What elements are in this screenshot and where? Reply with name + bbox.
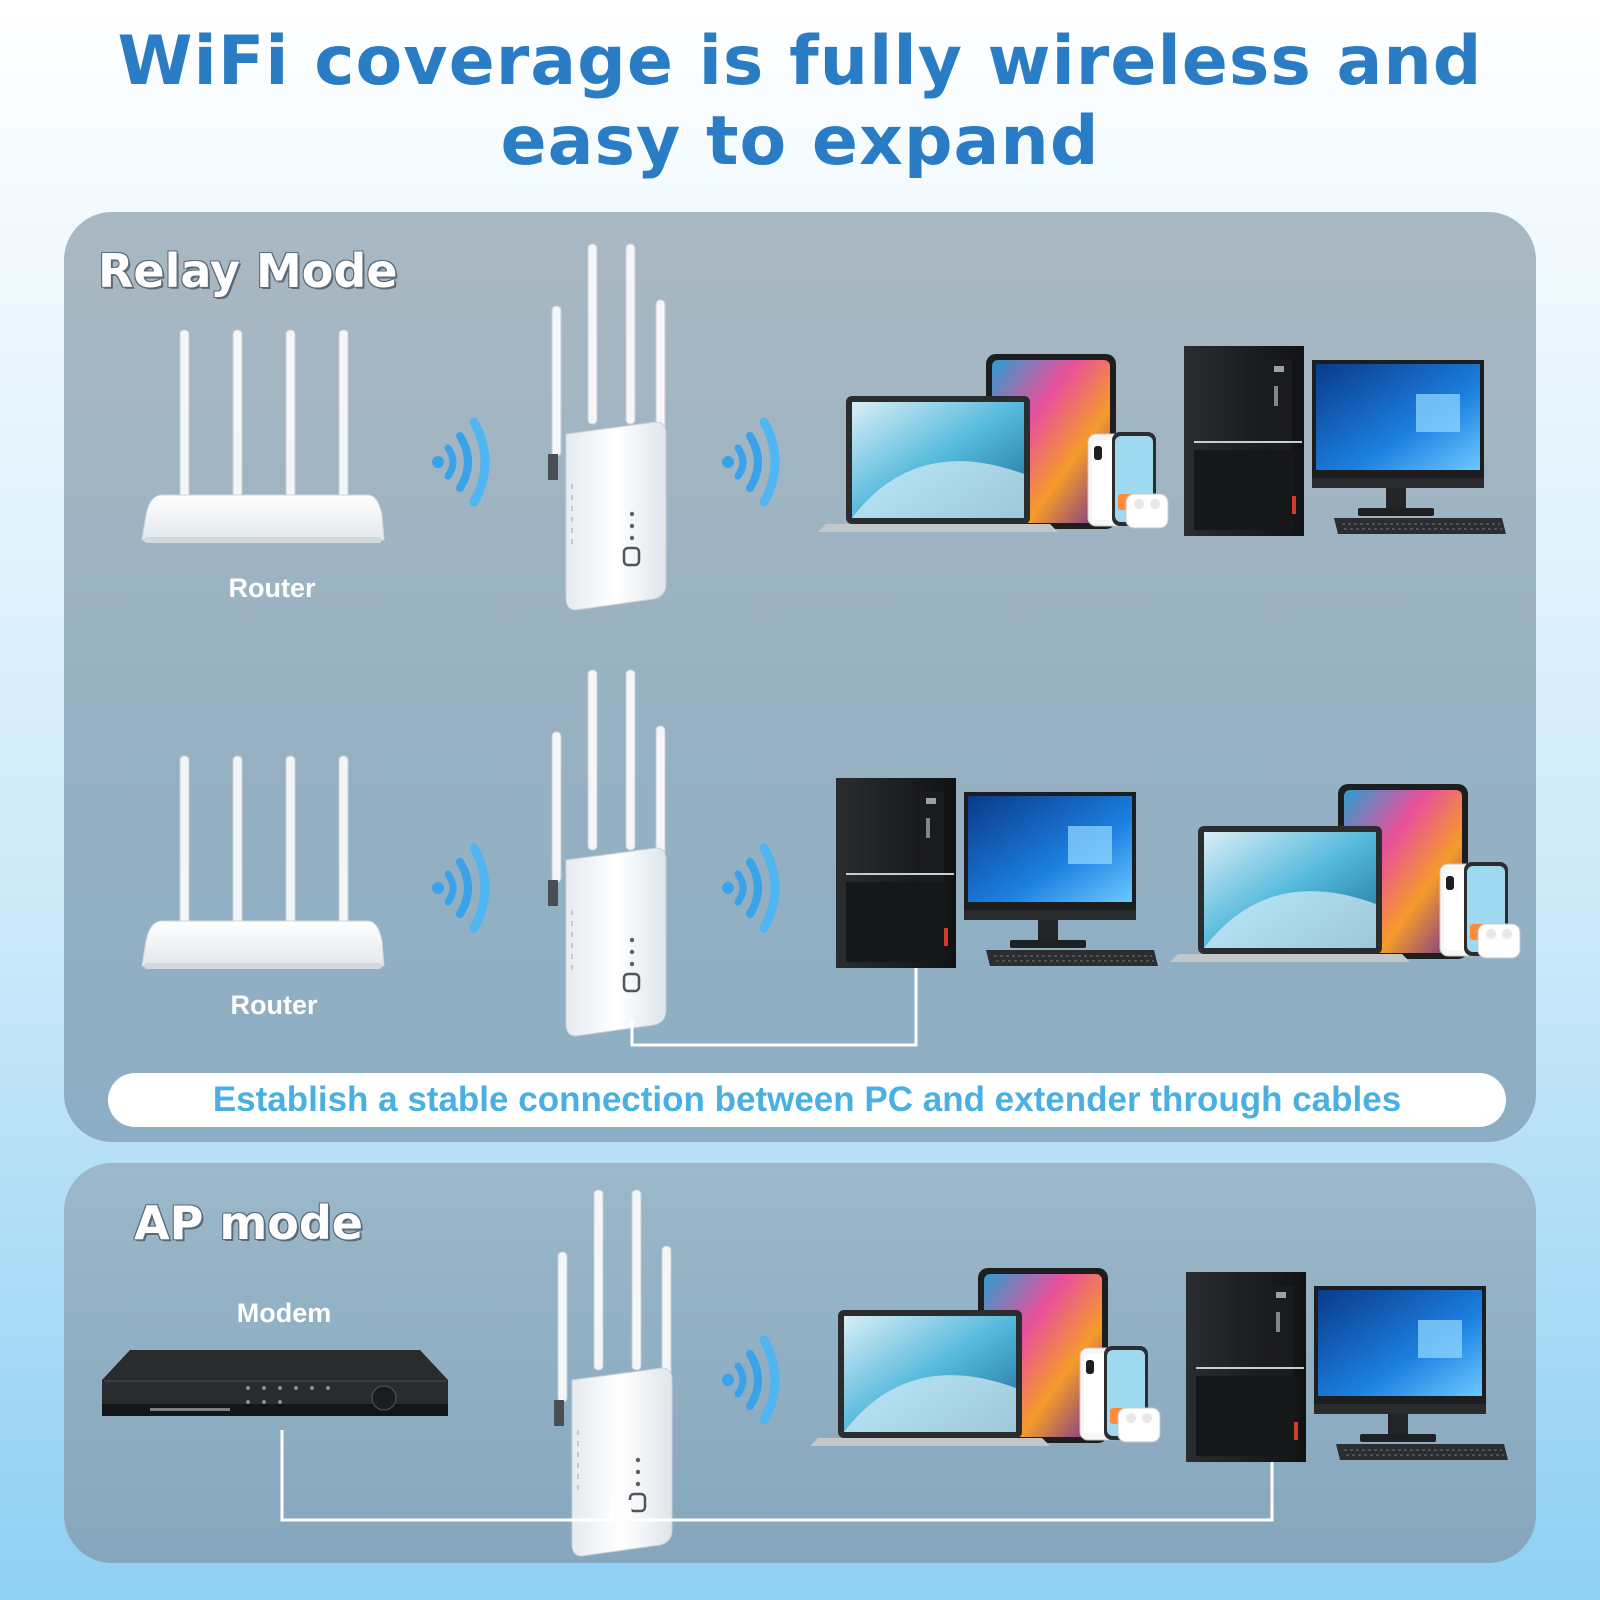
page-title-line-2: easy to expand bbox=[500, 102, 1100, 181]
wifi-signal-icon bbox=[722, 848, 775, 928]
wifi-signal-icon bbox=[432, 848, 485, 928]
ethernet-cable bbox=[630, 968, 918, 1047]
router-label-2: Router bbox=[230, 990, 318, 1020]
laptop-tablet-phone-icon bbox=[809, 1267, 1161, 1447]
desktop-pc-icon bbox=[1185, 1271, 1509, 1463]
laptop-tablet-phone-icon bbox=[1169, 783, 1521, 963]
cable-connection-note: Establish a stable connection between PC… bbox=[108, 1073, 1506, 1127]
wifi-signal-icon bbox=[432, 422, 485, 502]
router-icon bbox=[141, 755, 385, 970]
relay-mode-title: Relay Mode bbox=[98, 244, 398, 298]
modem-cable bbox=[280, 1430, 614, 1522]
router-label-1: Router bbox=[228, 573, 316, 603]
extender-icon bbox=[546, 668, 668, 1038]
wifi-signal-icon bbox=[722, 1340, 775, 1420]
extender-icon bbox=[546, 242, 668, 612]
modem-label: Modem bbox=[236, 1298, 332, 1328]
router-icon bbox=[141, 329, 385, 544]
ap-mode-title: AP mode bbox=[134, 1196, 363, 1250]
desktop-pc-icon bbox=[1183, 345, 1507, 537]
page-title: WiFi coverage is fully wireless and easy… bbox=[0, 22, 1600, 182]
page-title-line-1: WiFi coverage is fully wireless and bbox=[117, 22, 1483, 101]
modem-icon bbox=[102, 1350, 448, 1416]
wifi-signal-icon bbox=[722, 422, 775, 502]
pc-cable bbox=[628, 1462, 1274, 1522]
laptop-tablet-phone-icon bbox=[817, 353, 1169, 533]
desktop-pc-icon bbox=[835, 777, 1159, 969]
